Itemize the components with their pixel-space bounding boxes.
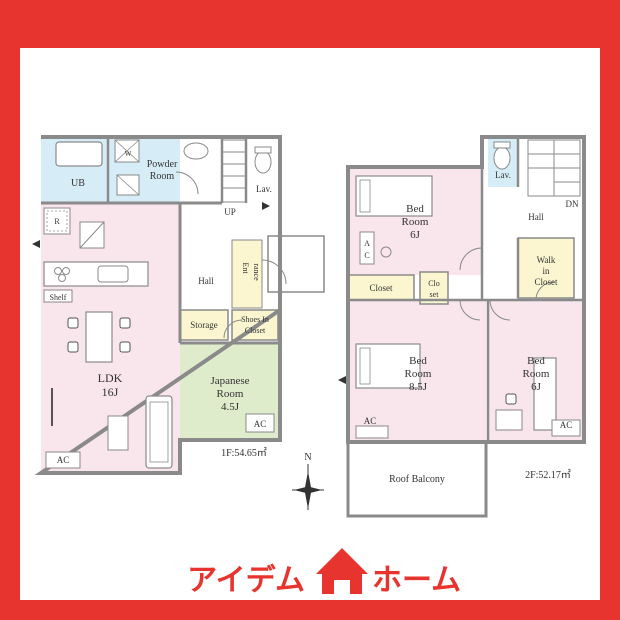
lav-2f-label: Lav. <box>495 170 511 180</box>
roof-balcony-label: Roof Balcony <box>389 474 445 485</box>
entrance-label: Ent <box>241 262 250 274</box>
compass-north-label: N <box>304 452 311 463</box>
floor1-plan <box>32 135 325 475</box>
brand-logo-house-icon <box>316 548 368 594</box>
floor2-labels: Lav. DN Hall Bed Room 6J A C Walk in Clo… <box>364 170 579 485</box>
hall-label: Hall <box>198 276 214 286</box>
shoes-in-closet-label-2: Closet <box>245 326 266 335</box>
lav-label: Lav. <box>256 184 272 194</box>
floor2-plan <box>338 135 586 518</box>
ub-label: UB <box>71 178 85 189</box>
hall-2f-label: Hall <box>528 212 544 222</box>
bed1-size: 6J <box>410 229 421 241</box>
entrance-label-2: rance <box>252 263 261 281</box>
compass <box>292 464 324 510</box>
closet-label: Closet <box>369 283 393 293</box>
floor2-area: 2F:52.17㎡ <box>525 469 571 481</box>
japanese-room-label: Japanese <box>210 375 249 387</box>
entrance-floor <box>231 239 263 309</box>
walk-in-closet-label: Walk <box>537 255 556 265</box>
walk-in-closet-label-3: Closet <box>534 277 558 287</box>
bed2-ac-label: AC <box>364 416 377 426</box>
porch <box>267 235 325 293</box>
r-mark: R <box>54 217 60 226</box>
roof-balcony <box>348 442 486 516</box>
walk-in-closet <box>517 237 575 299</box>
bed2-label: Bed <box>409 355 427 367</box>
up-label: UP <box>224 207 236 217</box>
brand-left-text: アイデム <box>187 563 305 598</box>
closet-small-label-2: set <box>430 290 440 299</box>
bed1-label: Bed <box>406 203 424 215</box>
ac-label: AC <box>57 455 70 465</box>
bed1-ac-a: A <box>364 239 370 248</box>
bed3-size: 6J <box>531 381 542 393</box>
closet-small <box>419 271 449 305</box>
floor1-area: 1F:54.65㎡ <box>221 447 267 459</box>
bed3-label: Bed <box>527 355 545 367</box>
brand-right-text: ホーム <box>372 563 461 598</box>
powder-room-label-2: Room <box>150 171 175 182</box>
floor1-labels: UB W Powder Room Lav. UP R Shelf LDK 16J… <box>50 150 272 465</box>
shoes-in-closet-label: Shoes In <box>241 315 269 324</box>
bed2-label-2: Room <box>405 368 432 380</box>
storage-label: Storage <box>190 320 218 330</box>
bed3-ac-label: AC <box>560 420 573 430</box>
japanese-room-size: 4.5J <box>221 401 240 413</box>
bed1-label-2: Room <box>402 216 429 228</box>
shelf-label: Shelf <box>50 293 67 302</box>
bed3-label-2: Room <box>523 368 550 380</box>
walk-in-closet-label-2: in <box>542 266 550 276</box>
ldk-label: LDK <box>98 371 123 385</box>
ldk-size-label: 16J <box>102 385 119 399</box>
japanese-room-label-2: Room <box>217 388 244 400</box>
dn-label: DN <box>566 199 579 209</box>
w-mark: W <box>125 150 132 158</box>
bed2-size: 8.5J <box>409 381 428 393</box>
closet-small-label: Clo <box>428 279 440 288</box>
powder-room-label: Powder <box>147 159 178 170</box>
bed1-ac-c: C <box>364 251 369 260</box>
japanese-ac-label: AC <box>254 419 267 429</box>
